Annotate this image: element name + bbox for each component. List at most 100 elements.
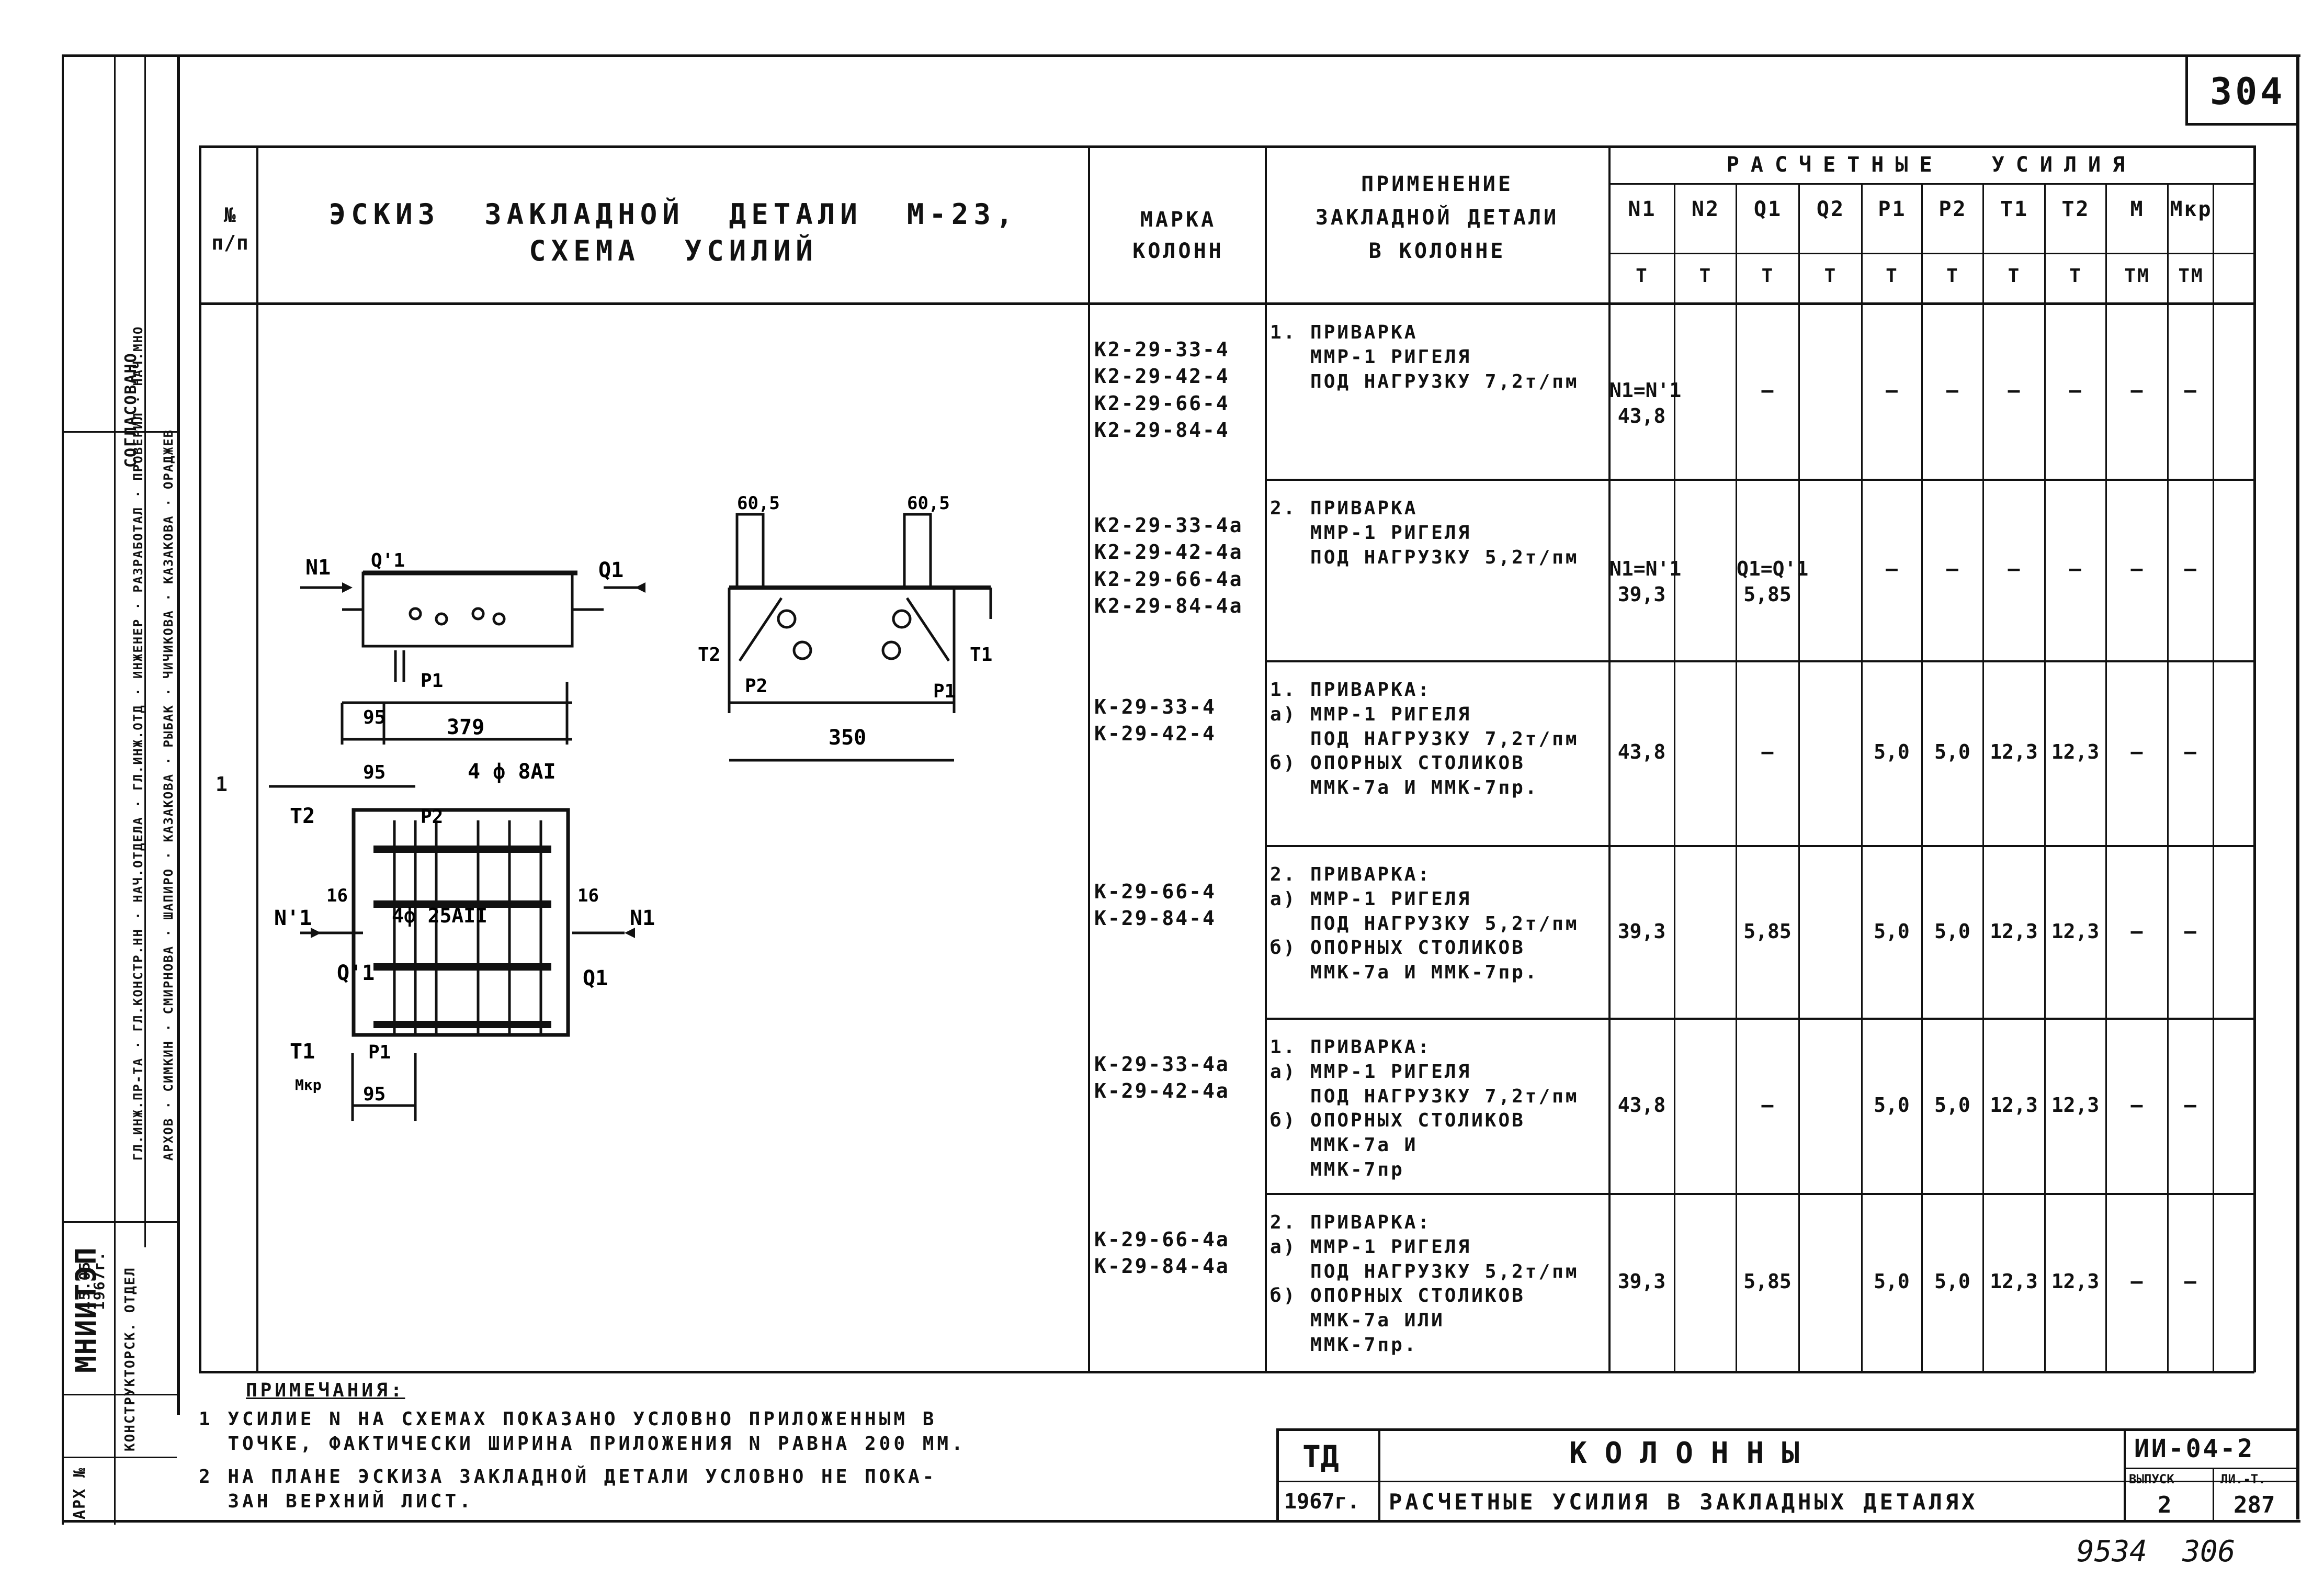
force-col-unit: Т [1946,265,1959,287]
label-mkr: Мкр [295,1076,322,1094]
row-value-m: — [2130,379,2143,402]
force-col-unit: Т [2008,265,2021,287]
label-p2-plan: P2 [421,806,443,828]
row-value-mkr: — [2184,1094,2196,1117]
row-value-mkr: — [2184,379,2196,402]
rebar-top-label: 4 ф 8АI [468,760,556,784]
force-col-unit: ТМ [2124,265,2150,287]
row-value-mkr: — [2184,920,2196,943]
row-value-p2: 5,0 [1934,920,1970,943]
row-value-mkr: — [2184,557,2196,580]
row-value-t1: 12,3 [1990,1094,2038,1117]
force-col-unit: Т [1636,265,1649,287]
row-value-t2: 12,3 [2051,920,2100,943]
plate-elevation [361,571,574,648]
stamp-arch: АРХ № [71,1467,89,1519]
notes-title: ПРИМЕЧАНИЯ: [246,1380,405,1401]
col-sketch-header: ЭСКИЗ ЗАКЛАДНОЙ ДЕТАЛИ М-23, СХЕМА УСИЛИ… [328,198,1018,268]
dim-16-right: 16 [577,885,599,906]
dim-95-top: 95 [363,707,386,728]
row-value-n1: N1=N'1 43,8 [1609,379,1682,428]
row-number: 1 [216,773,229,796]
stamp-date: 15.05 1967г. [76,1250,108,1310]
label-t2-side: T2 [698,644,720,666]
force-col-unit: Т [1761,265,1775,287]
force-col-name: Мкр [2170,197,2213,221]
row-value-p1: 5,0 [1874,1270,1910,1293]
row-marks: К-29-66-4 К-29-84-4 [1094,880,1216,930]
dim-350: 350 [829,726,866,750]
row-value-t2: 12,3 [2051,1094,2100,1117]
col-no-header: № п/п [211,204,249,255]
force-col-name: N1 [1628,197,1657,221]
frame-left [177,54,180,1415]
force-col-name: Q1 [1753,197,1783,221]
issue-number: 2 [2158,1492,2172,1518]
dim-16-left: 16 [326,885,348,906]
row-value-m: — [2130,920,2143,943]
force-col-name: T1 [2000,197,2029,221]
row-value-q1: — [1761,379,1774,402]
label-q1-plan: Q1 [583,966,608,990]
row-application: 1. ПРИВАРКА ММР-1 РИГЕЛЯ ПОД НАГРУЗКУ 7,… [1270,322,1579,392]
row-value-mkr: — [2184,740,2196,763]
force-col-name: Q2 [1816,197,1845,221]
label-t1-side: T1 [970,644,992,666]
approval-stamp: СОГЛАСОВАНО МНИИТЭП КОНСТРУКТОРСК. ОТДЕЛ… [62,54,177,1525]
frame-bottom [62,1520,2300,1523]
dim-379: 379 [447,715,484,739]
year: 1967г. [1284,1490,1360,1514]
force-col-unit: Т [1699,265,1713,287]
row-value-q1: — [1761,740,1774,763]
archive-numbers: 9534 306 [2077,1535,2236,1569]
force-col-name: T2 [2061,197,2090,221]
row-value-n1: 39,3 [1617,920,1666,943]
row-application: 1. ПРИВАРКА: а) ММР-1 РИГЕЛЯ ПОД НАГРУЗК… [1270,679,1579,799]
row-value-q1: — [1761,1094,1774,1117]
row-value-p1: — [1886,557,1898,580]
label-p2-side: P2 [745,675,767,697]
row-value-p2: 5,0 [1934,1094,1970,1117]
row-value-m: — [2130,1270,2143,1293]
row-marks: К2-29-33-4а К2-29-42-4а К2-29-66-4а К2-2… [1094,514,1243,617]
frame-top [62,54,2300,57]
row-value-m: — [2130,557,2143,580]
dim-60-5-left: 60,5 [737,493,780,514]
sheet-label: ЛИ.-Т. [2220,1472,2266,1486]
org-code: ТД [1302,1439,1339,1474]
stamp-dept: КОНСТРУКТОРСК. ОТДЕЛ [122,1266,138,1451]
doc-subtitle: РАСЧЕТНЫЕ УСИЛИЯ В ЗАКЛАДНЫХ ДЕТАЛЯХ [1389,1489,1978,1515]
row-value-n1: N1=N'1 39,3 [1609,557,1682,606]
force-col-unit: Т [1886,265,1899,287]
row-value-n1: 43,8 [1617,1094,1666,1117]
dim-60-5-right: 60,5 [907,493,950,514]
row-value-p2: — [1946,557,1958,580]
label-n1: N1 [305,556,331,580]
label-p1-top: P1 [421,670,443,692]
label-p1-plan: P1 [368,1042,391,1063]
row-value-t1: 12,3 [1990,920,2038,943]
row-value-n1: 43,8 [1617,740,1666,763]
row-value-p2: 5,0 [1934,1270,1970,1293]
label-n1-plan: N1 [630,906,655,930]
row-value-p1: — [1886,379,1898,402]
dim-95-bottom: 95 [363,1084,386,1105]
col-mark-header: МАРКА КОЛОНН [1132,208,1224,263]
label-q1: Q1 [598,558,623,582]
rebar-mid-label: 4ф 25АII [392,904,488,927]
row-value-p1: 5,0 [1874,1094,1910,1117]
force-col-unit: Т [1824,265,1838,287]
label-n1p-plan: N'1 [274,906,312,930]
embedded-part-sketch: N1 Q1 Q'1 P1 95 379 350 60,5 60,5 T2 T1 … [269,493,992,1121]
force-col-unit: ТМ [2178,265,2204,287]
row-application: 2. ПРИВАРКА: а) ММР-1 РИГЕЛЯ ПОД НАГРУЗК… [1270,1212,1579,1356]
row-marks: К2-29-33-4 К2-29-42-4 К2-29-66-4 К2-29-8… [1094,338,1230,442]
row-value-t1: — [2008,379,2020,402]
force-col-name: P2 [1938,197,1967,221]
row-value-q1: 5,85 [1743,920,1792,943]
row-value-t1: — [2008,557,2020,580]
row-application: 1. ПРИВАРКА: а) ММР-1 РИГЕЛЯ ПОД НАГРУЗК… [1270,1036,1579,1180]
row-value-t2: 12,3 [2051,1270,2100,1293]
row-value-t1: 12,3 [1990,1270,2038,1293]
issue-label: ВЫПУСК [2129,1472,2174,1486]
